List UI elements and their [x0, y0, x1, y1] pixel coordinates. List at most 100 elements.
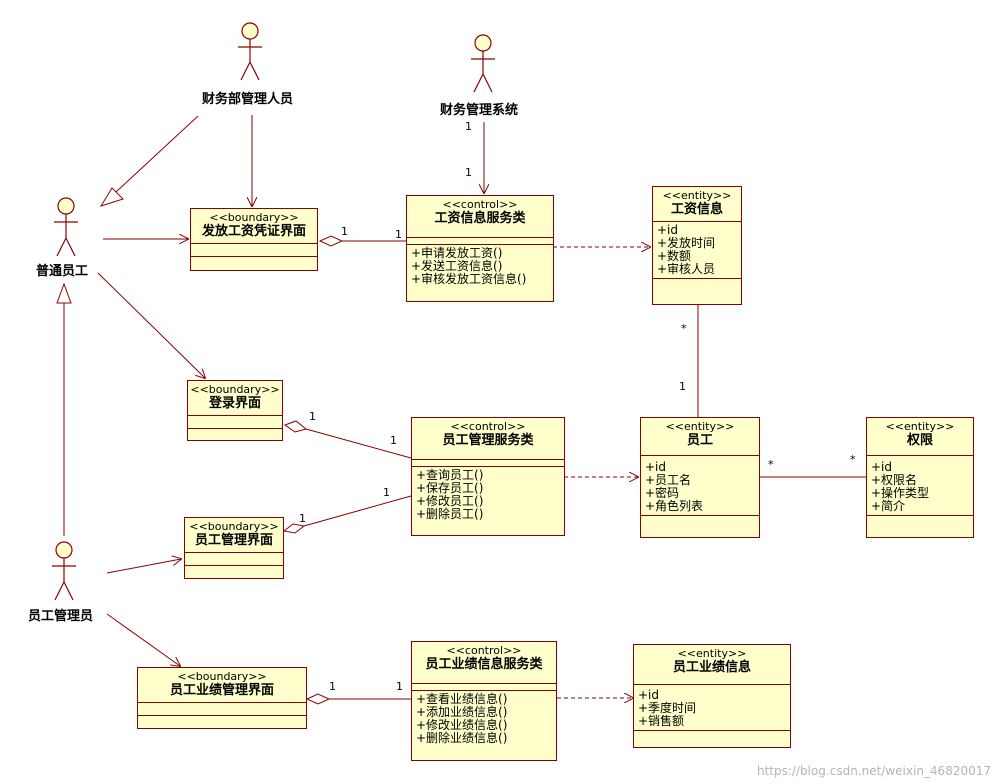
actor-finance-system-label: 财务管理系统 — [440, 103, 519, 118]
mult-emp-perm-right: * — [850, 453, 856, 466]
operation-item: +查询员工() — [416, 468, 484, 482]
actor-finance-manager-figure[interactable] — [238, 22, 262, 81]
generalization-manager-to-employee — [56, 282, 72, 536]
stereotype-label: <<control>> — [442, 198, 518, 211]
attribute-item: +数额 — [657, 249, 692, 263]
class-login-ui[interactable]: <<boundary>>登录界面 — [187, 380, 283, 441]
mult-emp-agg-right: 1 — [383, 486, 390, 499]
attribute-item: +操作类型 — [871, 486, 930, 500]
class-employee-ui[interactable]: <<boundary>>员工管理界面 — [184, 517, 284, 579]
actor-employee-manager-figure[interactable] — [52, 541, 76, 601]
attribute-item: +密码 — [645, 486, 680, 500]
mult-perf-agg-right: 1 — [396, 680, 403, 693]
operation-item: +修改员工() — [416, 494, 484, 508]
class-employee-service[interactable]: <<control>>员工管理服务类 +查询员工() +保存员工() +修改员工… — [411, 417, 565, 536]
class-operations — [641, 516, 759, 528]
mult-salary-agg-left: 1 — [341, 225, 348, 238]
class-operations: +申请发放工资() +发送工资信息() +审核发放工资信息() — [407, 245, 553, 288]
class-attributes — [138, 703, 306, 716]
attribute-item: +id — [871, 460, 893, 474]
operation-item: +删除业绩信息() — [416, 731, 508, 745]
operation-item: +保存员工() — [416, 481, 484, 495]
class-salary-info[interactable]: <<entity>>工资信息 +id +发放时间 +数额 +审核人员 — [652, 186, 742, 305]
actor-ordinary-employee-label: 普通员工 — [36, 264, 89, 279]
stereotype-label: <<entity>> — [665, 420, 735, 433]
class-attributes — [407, 238, 553, 245]
attribute-item: +发放时间 — [657, 236, 716, 250]
class-name: 员工管理服务类 — [442, 433, 534, 448]
class-operations — [185, 566, 283, 578]
actor-ordinary-employee-figure[interactable] — [54, 197, 78, 257]
class-name: 工资信息服务类 — [434, 211, 526, 226]
mult-salary-agg-right: 1 — [395, 228, 402, 241]
class-salary-voucher-ui[interactable]: <<boundary>>发放工资凭证界面 — [190, 208, 318, 271]
operation-item: +审核发放工资信息() — [411, 272, 527, 286]
class-operations — [867, 516, 973, 528]
stereotype-label: <<entity>> — [662, 189, 732, 202]
class-attributes — [412, 684, 556, 691]
class-attributes: +id +权限名 +操作类型 +简介 — [867, 456, 973, 516]
mult-employee-one: 1 — [679, 380, 686, 393]
watermark-text: https://blog.csdn.net/weixin_46820017 — [756, 764, 991, 778]
stereotype-label: <<entity>> — [885, 420, 955, 433]
stereotype-label: <<control>> — [446, 644, 522, 657]
operation-item: +查看业绩信息() — [416, 692, 508, 706]
aggregation-login-ui-employee-service — [283, 420, 412, 459]
attribute-item: +简介 — [871, 499, 906, 513]
class-performance-ui[interactable]: <<boundary>>员工业绩管理界面 — [137, 667, 307, 729]
class-name: 权限 — [906, 433, 933, 448]
attribute-item: +id — [657, 223, 679, 237]
aggregation-voucher-ui-salary-service — [318, 235, 406, 247]
class-attributes — [412, 460, 564, 467]
assoc-manager-performance-ui — [106, 613, 180, 666]
stereotype-label: <<boundary>> — [190, 383, 280, 396]
attribute-item: +id — [645, 460, 667, 474]
class-operations — [653, 279, 741, 291]
attribute-item: +销售额 — [638, 714, 685, 728]
operation-item: +添加业绩信息() — [416, 705, 508, 719]
mult-emp-perm-left: * — [768, 458, 774, 471]
class-operations — [138, 716, 306, 728]
operation-item: +发送工资信息() — [411, 259, 503, 273]
class-salary-service[interactable]: <<control>>工资信息服务类 +申请发放工资() +发送工资信息() +… — [406, 195, 554, 302]
class-attributes: +id +员工名 +密码 +角色列表 — [641, 456, 759, 516]
class-operations — [188, 429, 282, 441]
aggregation-employee-ui-employee-service — [282, 495, 412, 534]
aggregation-performance-ui-performance-service — [305, 693, 411, 705]
actor-employee-manager-label: 员工管理员 — [28, 609, 94, 624]
class-operations: +查看业绩信息() +添加业绩信息() +修改业绩信息() +删除业绩信息() — [412, 691, 556, 747]
attribute-item: +id — [638, 688, 660, 702]
attribute-item: +审核人员 — [657, 262, 716, 276]
class-name: 员工业绩管理界面 — [169, 683, 274, 698]
mult-salary-info-star: * — [681, 322, 687, 335]
class-name: 登录界面 — [208, 396, 261, 411]
attribute-item: +角色列表 — [645, 499, 704, 513]
actor-finance-system-figure[interactable] — [471, 34, 495, 93]
attribute-item: +季度时间 — [638, 701, 697, 715]
operation-item: +申请发放工资() — [411, 246, 503, 260]
stereotype-label: <<entity>> — [677, 647, 747, 660]
class-attributes: +id +发放时间 +数额 +审核人员 — [653, 222, 741, 279]
class-name: 员工管理界面 — [194, 533, 273, 548]
class-performance-service[interactable]: <<control>>员工业绩信息服务类 +查看业绩信息() +添加业绩信息()… — [411, 641, 557, 761]
assoc-manager-employee-ui — [106, 559, 181, 574]
class-name: 员工业绩信息服务类 — [425, 657, 543, 672]
class-name: 员工 — [686, 433, 713, 448]
assoc-employee-login-ui — [97, 272, 205, 378]
mult-login-agg-right: 1 — [390, 434, 397, 447]
class-name: 工资信息 — [670, 202, 723, 217]
operation-item: +删除员工() — [416, 507, 484, 521]
mult-sys-top: 1 — [465, 120, 472, 133]
attribute-item: +权限名 — [871, 473, 918, 487]
class-name: 员工业绩信息 — [672, 660, 751, 675]
attribute-item: +员工名 — [645, 473, 692, 487]
class-attributes — [185, 553, 283, 566]
class-operations: +查询员工() +保存员工() +修改员工() +删除员工() — [412, 467, 564, 523]
class-operations — [634, 731, 790, 743]
class-employee[interactable]: <<entity>>员工 +id +员工名 +密码 +角色列表 — [640, 417, 760, 538]
class-operations — [191, 257, 317, 269]
class-permission[interactable]: <<entity>>权限 +id +权限名 +操作类型 +简介 — [866, 417, 974, 538]
class-attributes: +id +季度时间 +销售额 — [634, 685, 790, 731]
class-performance-info[interactable]: <<entity>>员工业绩信息 +id +季度时间 +销售额 — [633, 644, 791, 748]
